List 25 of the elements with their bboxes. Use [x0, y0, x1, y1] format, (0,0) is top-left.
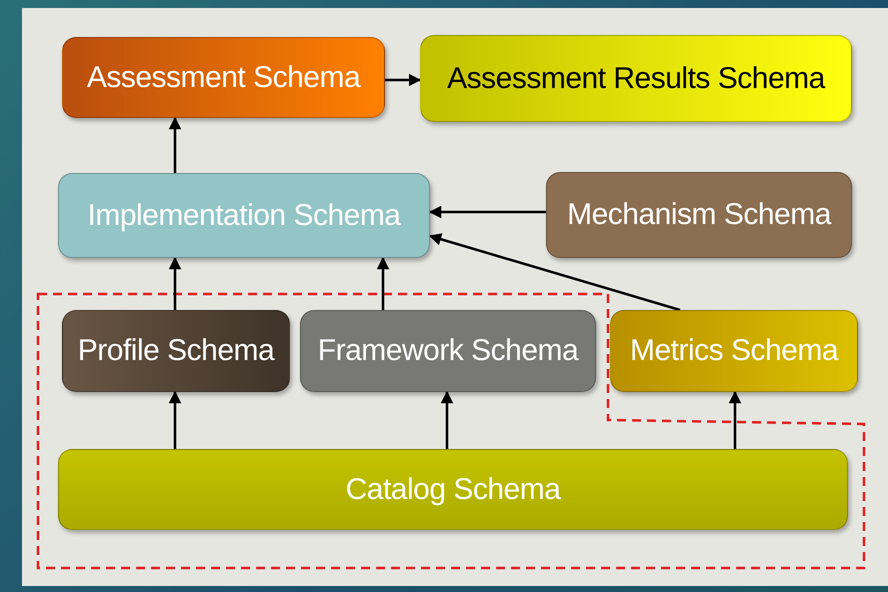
- arrow: [728, 390, 742, 449]
- arrow: [428, 233, 680, 312]
- schema-box: [58, 173, 430, 258]
- arrow: [168, 116, 182, 173]
- node-label: Assessment Results Schema: [447, 62, 825, 96]
- arrow: [440, 390, 454, 449]
- node-label: Framework Schema: [318, 334, 578, 368]
- arrow: [428, 206, 546, 218]
- node-label: Metrics Schema: [630, 334, 838, 368]
- node-label: Assessment Schema: [86, 60, 360, 94]
- node-label: Mechanism Schema: [567, 198, 831, 232]
- arrow: [168, 390, 182, 449]
- arrow: [385, 74, 422, 86]
- node-label: Implementation Schema: [88, 198, 400, 232]
- schema-box: [546, 172, 852, 258]
- schema-box: [62, 310, 290, 392]
- schema-box: [610, 310, 858, 392]
- schema-box: [300, 310, 596, 392]
- node-label: Catalog Schema: [346, 472, 560, 506]
- schema-box: [62, 37, 385, 118]
- schema-box: [420, 35, 852, 122]
- node-label: Profile Schema: [78, 334, 274, 368]
- arrow: [168, 256, 182, 310]
- arrow: [376, 256, 390, 310]
- schema-box: [58, 449, 848, 530]
